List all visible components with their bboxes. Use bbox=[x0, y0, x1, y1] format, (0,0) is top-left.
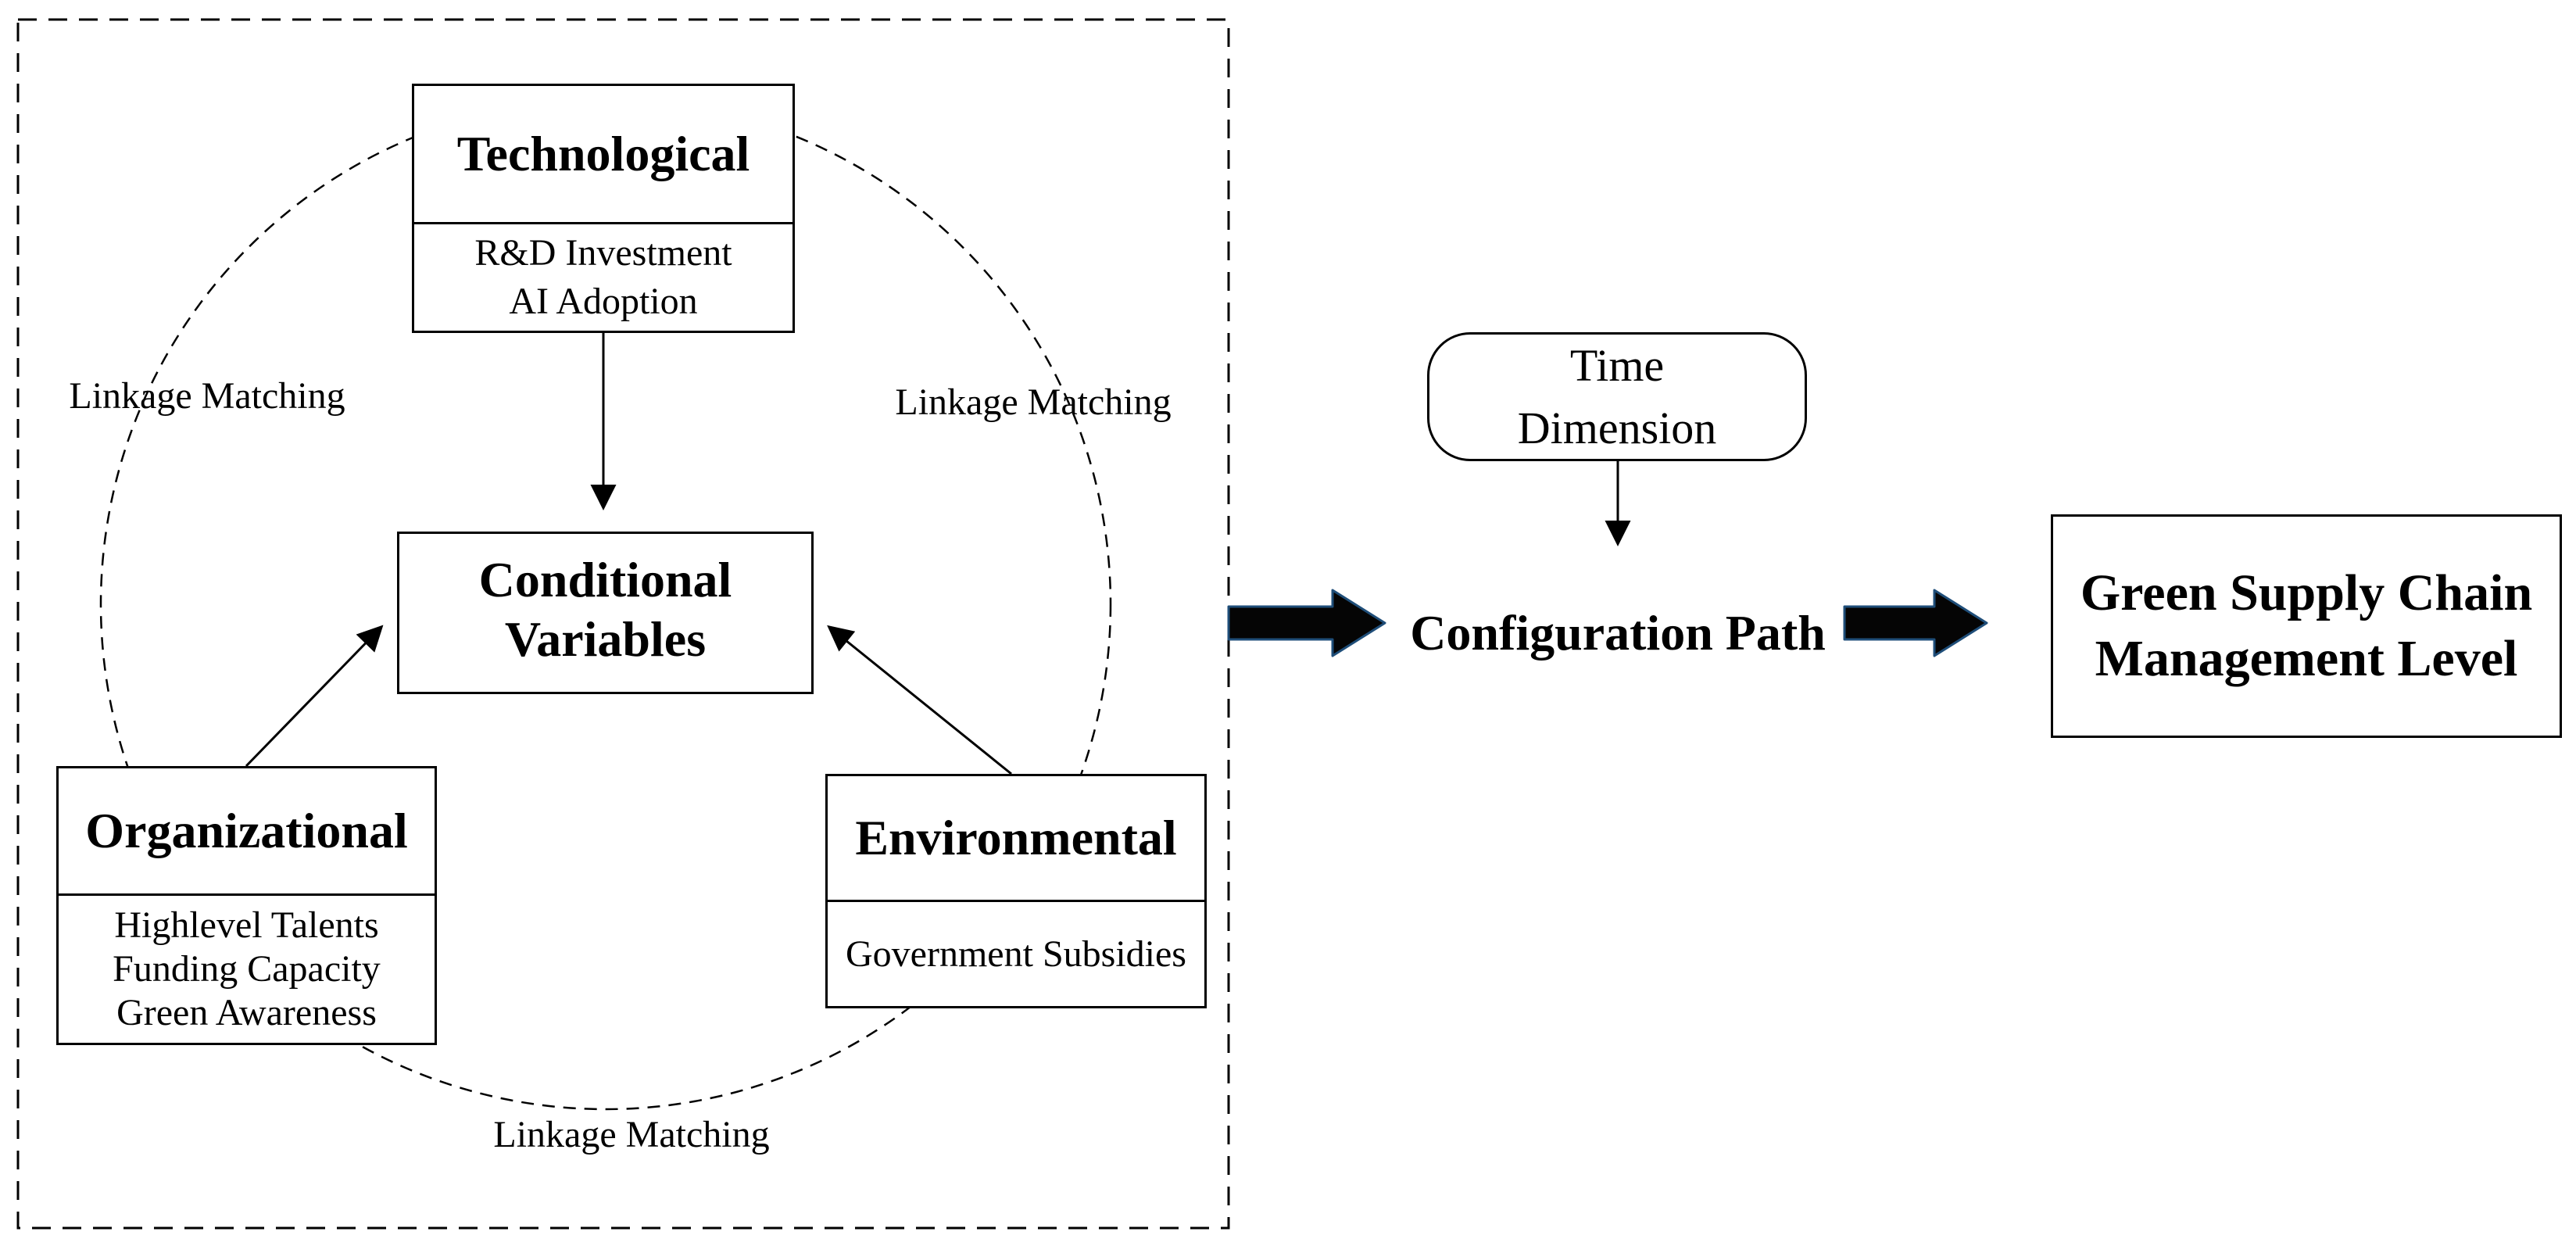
organizational-item: Highlevel Talents bbox=[114, 904, 379, 946]
organizational-item: Green Awareness bbox=[116, 992, 377, 1033]
technological-title: Technological bbox=[414, 86, 792, 224]
technological-box: Technological R&D Investment AI Adoption bbox=[412, 84, 795, 333]
technological-items: R&D Investment AI Adoption bbox=[414, 224, 792, 331]
linkage-matching-dashed-circle bbox=[99, 98, 1112, 1111]
time-dimension-line: Dimension bbox=[1517, 402, 1717, 453]
environmental-title: Environmental bbox=[828, 776, 1204, 902]
block-arrow-configuration-to-outcome bbox=[1843, 589, 1988, 657]
time-dimension-box: Time Dimension bbox=[1427, 332, 1807, 461]
technological-item: AI Adoption bbox=[509, 281, 698, 322]
outcome-line: Green Supply Chain bbox=[2080, 564, 2533, 621]
arrow-environmental-to-conditional bbox=[827, 625, 1012, 775]
environmental-box: Environmental Government Subsidies bbox=[825, 774, 1207, 1008]
organizational-item: Funding Capacity bbox=[113, 948, 381, 990]
conditional-variables-line: Variables bbox=[504, 611, 707, 667]
linkage-matching-label-left: Linkage Matching bbox=[69, 375, 345, 417]
outcome-line: Management Level bbox=[2095, 630, 2518, 687]
linkage-matching-label-bottom: Linkage Matching bbox=[493, 1114, 770, 1155]
technological-item: R&D Investment bbox=[474, 232, 732, 274]
organizational-title: Organizational bbox=[59, 768, 435, 896]
environmental-item: Government Subsidies bbox=[846, 933, 1186, 975]
conditional-variables-box: Conditional Variables bbox=[397, 532, 814, 694]
environmental-items: Government Subsidies bbox=[828, 902, 1204, 1006]
green-supply-chain-management-level-box: Green Supply Chain Management Level bbox=[2051, 514, 2562, 738]
block-arrow-toe-to-configuration bbox=[1227, 589, 1386, 657]
time-dimension-line: Time bbox=[1569, 339, 1665, 391]
organizational-items: Highlevel Talents Funding Capacity Green… bbox=[59, 896, 435, 1043]
conditional-variables-line: Conditional bbox=[478, 552, 732, 607]
linkage-matching-label-right: Linkage Matching bbox=[895, 381, 1172, 423]
organizational-box: Organizational Highlevel Talents Funding… bbox=[56, 766, 437, 1045]
arrow-organizational-to-conditional bbox=[245, 625, 384, 768]
configuration-path-label: Configuration Path bbox=[1410, 605, 1826, 661]
